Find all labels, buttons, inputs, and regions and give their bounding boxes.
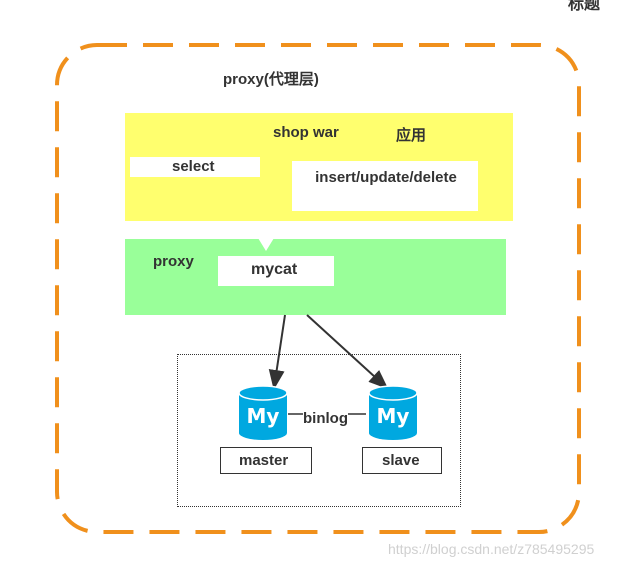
master-icon-text: My [247,404,280,428]
app-role-label: 应用 [396,127,427,144]
watermark-text: https://blog.csdn.net/z785495295 [388,541,595,557]
app-name-label: shop war [273,124,339,141]
slave-icon-text: My [377,404,410,428]
mycat-label: mycat [251,261,298,278]
write-query-label: insert/update/delete [315,169,457,186]
mycat-box [218,256,334,286]
arrow-mycat-to-slave [306,314,389,390]
arrow-mycat-to-master [268,314,286,390]
database-group-box [177,354,461,507]
mysql-slave-icon: My [368,385,418,440]
select-query-box [130,157,260,177]
proxy-layer-title: proxy(代理层) [223,71,319,88]
proxy-notch [258,238,274,251]
master-label: master [239,452,289,469]
top-corner-heading: 标题 [568,0,601,13]
outer-dashed-container [55,43,581,534]
write-query-box [292,161,478,211]
binlog-label: binlog [303,410,348,427]
select-query-label: select [172,158,215,175]
master-box [220,447,312,474]
slave-box [362,447,442,474]
proxy-layer-label: proxy [153,253,194,270]
mysql-master-icon: My [238,385,288,440]
slave-label: slave [382,452,420,469]
